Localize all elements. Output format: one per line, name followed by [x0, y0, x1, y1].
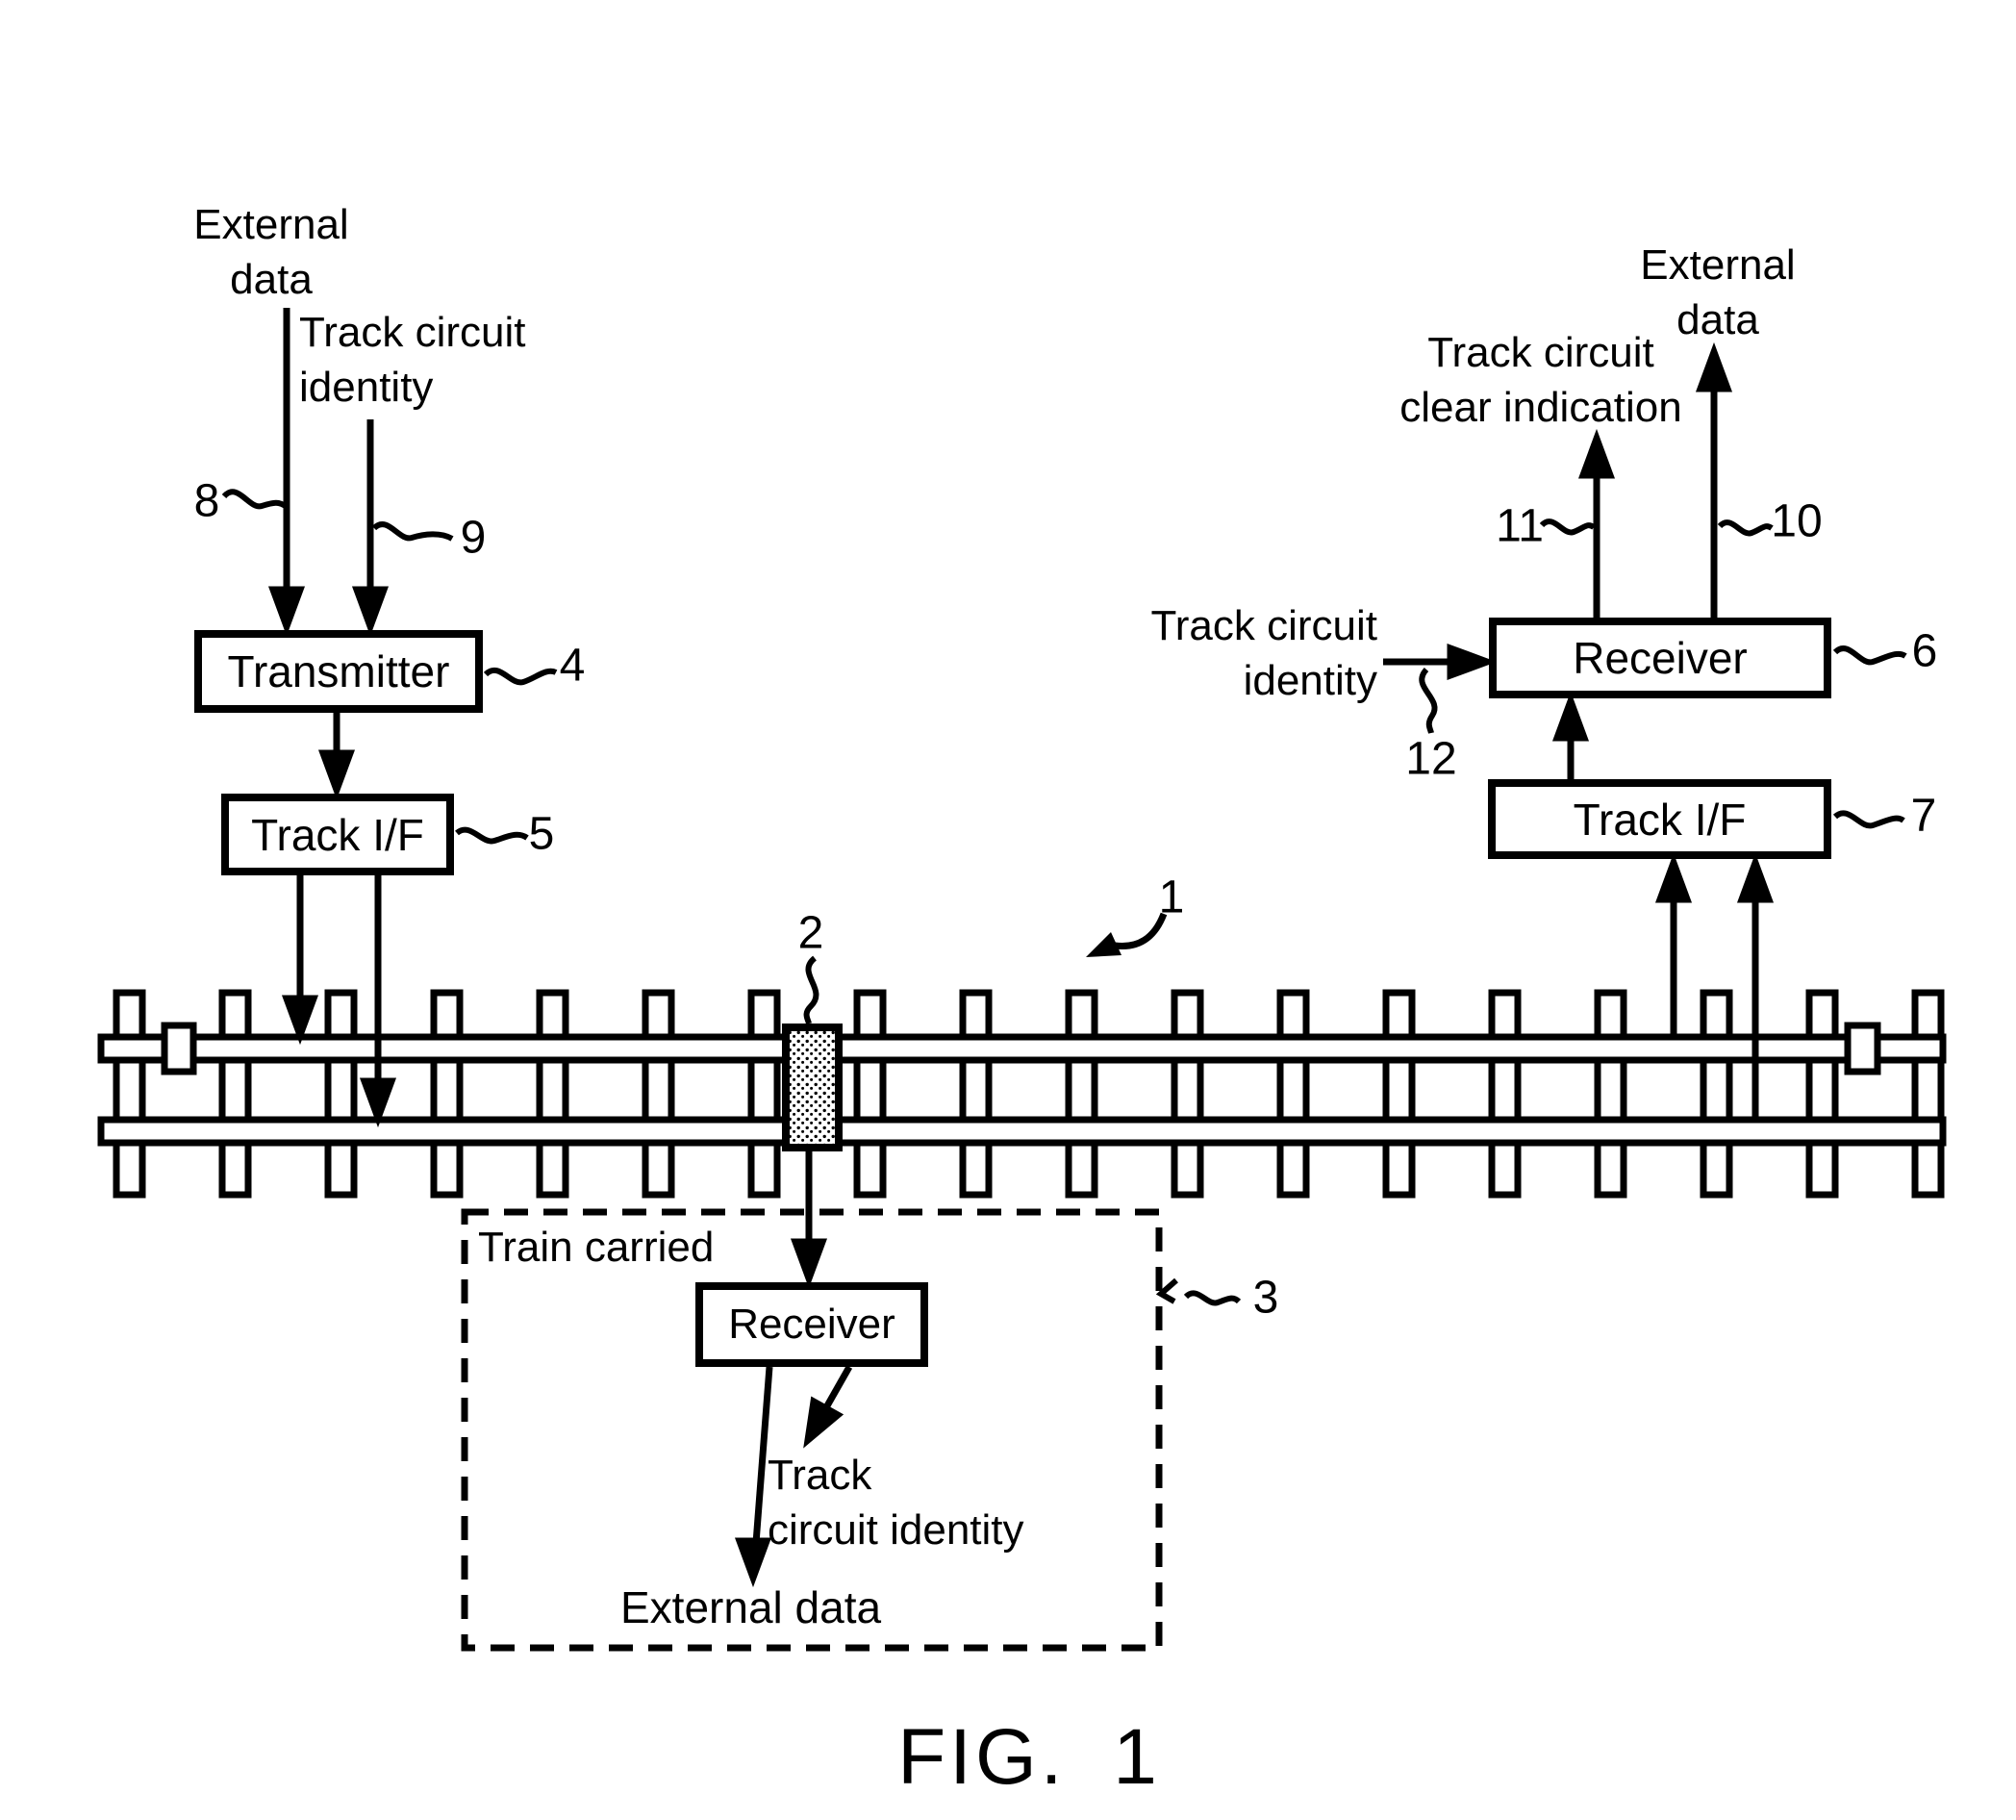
sleeper — [1065, 989, 1098, 1199]
rail-bottom — [97, 1116, 1947, 1147]
sleeper — [747, 989, 781, 1199]
leader-11 — [1539, 518, 1596, 536]
rail-top — [97, 1033, 1947, 1064]
sleeper — [113, 989, 146, 1199]
transmitter-box: Transmitter — [194, 630, 483, 713]
arrow-train-receiver-to-external-data — [734, 1366, 773, 1588]
leader-9 — [371, 521, 454, 542]
arrow-track-circuit-identity-to-transmitter — [351, 419, 390, 637]
arrow-coupler-to-train-receiver — [790, 1148, 828, 1289]
sleeper — [1700, 989, 1733, 1199]
sleeper — [218, 989, 252, 1199]
track-circuit-identity-ref-label: Track circuit identity — [1150, 602, 1378, 705]
flow-arrows — [267, 308, 1775, 1588]
receiver-train-label: Receiver — [728, 1301, 895, 1348]
leader-3 — [1155, 1277, 1242, 1306]
arrow-external-data-to-transmitter — [267, 308, 306, 637]
sleeper — [430, 989, 464, 1199]
track-rails — [97, 1033, 1947, 1147]
track-circuit-identity-in-label: Track circuit identity — [299, 309, 526, 412]
track-if-right-box: Track I/F — [1488, 779, 1831, 859]
sleeper — [959, 989, 993, 1199]
leader-2 — [803, 955, 819, 1024]
ref-numeral-9: 9 — [460, 512, 487, 564]
leader-10 — [1717, 519, 1774, 537]
sleeper — [1488, 989, 1522, 1199]
external-data-in-label: External data — [193, 201, 349, 304]
sleeper — [853, 989, 887, 1199]
sleeper — [1805, 989, 1839, 1199]
sleeper — [642, 989, 675, 1199]
ref-numeral-10: 10 — [1771, 495, 1823, 547]
track-circuit-clear-indication-label: Track circuit clear indication — [1399, 329, 1682, 432]
track-if-left-label: Track I/F — [251, 809, 424, 860]
train-carried-label: Train carried — [478, 1224, 715, 1271]
transmitter-label: Transmitter — [227, 646, 450, 696]
sleeper — [1382, 989, 1416, 1199]
ref-numeral-1: 1 — [1158, 872, 1185, 923]
arrow-rail-bottom-to-track-if-right — [1736, 852, 1775, 1120]
ref-numeral-2: 2 — [797, 907, 824, 959]
pointer-arrow-track — [1086, 912, 1168, 957]
leader-6 — [1832, 645, 1907, 666]
train-carried-dashed-box — [461, 1208, 1163, 1652]
track-if-left-box: Track I/F — [221, 794, 454, 875]
leader-12 — [1419, 667, 1438, 734]
sleeper — [1911, 989, 1945, 1199]
leader-7 — [1832, 810, 1905, 829]
sleeper — [536, 989, 569, 1199]
arrow-track-if-to-receiver — [1551, 691, 1590, 779]
receiver-train-box: Receiver — [695, 1282, 928, 1367]
arrow-receiver-to-external-data-out — [1695, 341, 1733, 618]
insulated-joint-right — [1844, 1022, 1881, 1075]
sleeper — [1594, 989, 1627, 1199]
receiver-wayside-box: Receiver — [1489, 618, 1831, 698]
leader-4 — [483, 667, 558, 686]
ref-numeral-11: 11 — [1496, 500, 1544, 552]
ref-numeral-6: 6 — [1911, 625, 1938, 677]
external-data-train-label: External data — [620, 1582, 882, 1632]
arrow-identity-to-receiver — [1383, 643, 1498, 681]
sleeper — [1171, 989, 1204, 1199]
track-circuit-identity-train-label: Track circuit identity — [768, 1452, 1024, 1555]
external-data-out-label: External data — [1640, 241, 1796, 344]
arrow-track-if-to-rail-top — [281, 875, 319, 1046]
receiver-wayside-label: Receiver — [1573, 633, 1748, 683]
sleeper — [324, 989, 358, 1199]
ref-numeral-5: 5 — [528, 808, 555, 860]
arrow-rail-top-to-track-if-right — [1654, 852, 1693, 1037]
track-coupling-element — [782, 1024, 843, 1151]
arrow-transmitter-to-track-if — [317, 713, 356, 800]
reference-leaders — [221, 489, 1907, 1306]
sleeper — [1276, 989, 1310, 1199]
ref-numeral-8: 8 — [193, 475, 220, 527]
track-sleepers — [113, 989, 1945, 1199]
ref-numeral-4: 4 — [559, 640, 586, 692]
arrow-train-receiver-to-track-circuit-identity — [803, 1365, 853, 1449]
insulated-joint-left — [161, 1022, 197, 1075]
leader-8 — [221, 489, 289, 510]
arrow-track-if-to-rail-bottom — [359, 875, 397, 1128]
ref-numeral-3: 3 — [1252, 1272, 1279, 1324]
ref-numeral-12: 12 — [1405, 733, 1457, 785]
ref-numeral-7: 7 — [1910, 790, 1937, 842]
arrow-receiver-to-clear-indication — [1577, 428, 1616, 618]
leader-5 — [455, 826, 529, 845]
figure-title: FIG. 1 — [897, 1713, 1161, 1801]
track-if-right-label: Track I/F — [1573, 794, 1747, 845]
